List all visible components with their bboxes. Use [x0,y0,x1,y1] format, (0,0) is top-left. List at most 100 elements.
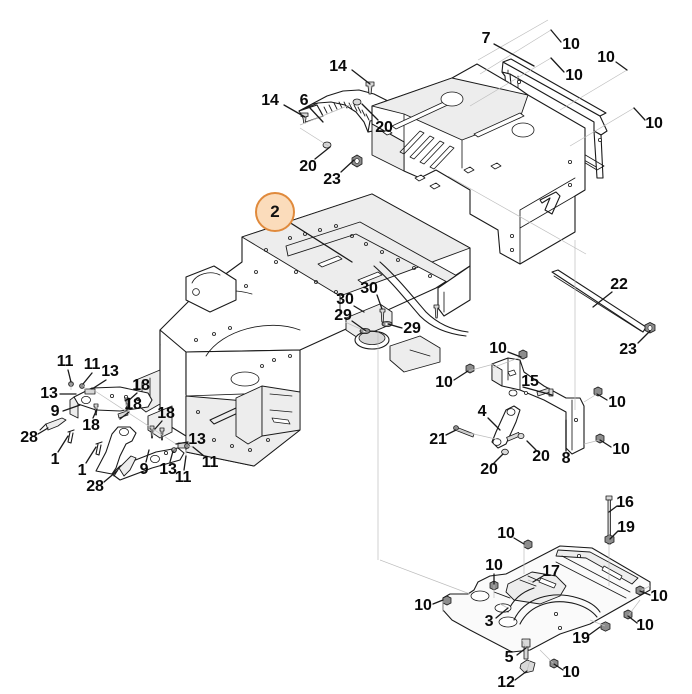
callout-label-29[interactable]: 29 [403,320,421,337]
callout-label-11[interactable]: 11 [174,469,192,486]
leader-line-30 [376,294,383,310]
leader-line-10 [550,57,565,73]
leader-line-9 [145,449,150,463]
leader-line-10 [432,599,444,605]
part-9-right-swing-arm [95,426,185,481]
part-3-floor-plate [442,545,651,653]
callout-label-7[interactable]: 7 [481,30,491,47]
callout-label-18[interactable]: 18 [124,396,142,413]
callout-label-11[interactable]: 11 [201,454,219,471]
leader-line-10 [627,615,638,624]
callout-label-11[interactable]: 11 [83,356,101,373]
callout-label-20[interactable]: 20 [299,158,317,175]
leader-line-6 [309,107,324,123]
callout-label-28[interactable]: 28 [86,478,104,495]
leader-line-23 [637,330,651,344]
leader-line-10 [615,61,628,71]
leader-line-16 [608,505,618,513]
callout-label-18[interactable]: 18 [157,405,175,422]
callout-label-23[interactable]: 23 [323,171,341,188]
leader-line-23 [340,159,355,173]
callout-label-29[interactable]: 29 [334,307,352,324]
callout-label-10[interactable]: 10 [645,115,663,132]
callout-label-18[interactable]: 18 [132,377,150,394]
callout-label-20[interactable]: 20 [480,461,498,478]
callout-label-13[interactable]: 13 [101,363,119,380]
callout-label-20[interactable]: 20 [375,119,393,136]
callout-label-30[interactable]: 30 [360,280,378,297]
callout-label-30[interactable]: 30 [336,291,354,308]
callout-label-12[interactable]: 12 [497,674,515,691]
callout-label-10[interactable]: 10 [485,557,503,574]
leader-line-2 [288,221,353,263]
callout-label-15[interactable]: 15 [521,373,539,390]
callout-label-6[interactable]: 6 [299,92,309,109]
leader-line-28 [37,427,49,435]
callout-label-10[interactable]: 10 [565,67,583,84]
leader-line-29 [351,320,367,332]
callout-label-9[interactable]: 9 [50,403,60,420]
callout-label-17[interactable]: 17 [542,563,560,580]
callout-label-10[interactable]: 10 [562,36,580,53]
callout-label-23[interactable]: 23 [619,341,637,358]
callout-label-10[interactable]: 10 [562,664,580,681]
callout-label-10[interactable]: 10 [650,588,668,605]
leader-line-22 [592,291,613,308]
callout-label-10[interactable]: 10 [612,441,630,458]
leader-line-18 [127,392,138,402]
callout-label-13[interactable]: 13 [40,385,58,402]
leader-line-20 [526,440,537,451]
callout-label-10[interactable]: 10 [497,525,515,542]
callout-label-10[interactable]: 10 [414,597,432,614]
callout-label-10[interactable]: 10 [489,340,507,357]
leader-line-7 [493,43,535,67]
callout-label-22[interactable]: 22 [610,276,628,293]
callout-label-20[interactable]: 20 [532,448,550,465]
callout-label-3[interactable]: 3 [484,613,494,630]
callout-number: 2 [270,202,280,221]
leader-line-14 [351,69,371,85]
leader-line-10 [513,537,525,545]
leader-line-19 [609,530,619,540]
leader-line-18 [92,408,98,419]
callout-label-9[interactable]: 9 [139,461,149,478]
callout-label-10[interactable]: 10 [636,617,654,634]
part-22-tie-rod [551,269,656,334]
leader-line-17 [532,575,544,583]
callout-label-1[interactable]: 1 [77,462,87,479]
callout-label-16[interactable]: 16 [616,494,634,511]
callout-label-28[interactable]: 28 [20,429,38,446]
leader-line-14 [283,104,306,118]
callout-label-10[interactable]: 10 [597,49,615,66]
leader-line-28 [103,470,118,483]
callout-label-14[interactable]: 14 [329,58,347,75]
leader-line-5 [516,647,527,656]
leader-line-10 [550,29,562,43]
leader-line-4 [487,417,501,431]
callout-label-19[interactable]: 19 [617,519,635,536]
highlighted-callout-2[interactable]: 2 [255,192,295,232]
callout-label-10[interactable]: 10 [608,394,626,411]
callout-label-11[interactable]: 11 [56,353,74,370]
leader-line-18 [154,420,163,430]
callout-label-19[interactable]: 19 [572,630,590,647]
leader-line-15 [522,386,553,396]
callout-label-13[interactable]: 13 [159,461,177,478]
callout-label-14[interactable]: 14 [261,92,279,109]
leader-line-13 [169,450,174,463]
part-8-bracket-assembly [465,349,605,455]
callout-label-18[interactable]: 18 [82,417,100,434]
leader-line-10 [599,439,612,448]
callout-label-1[interactable]: 1 [50,451,60,468]
callout-label-5[interactable]: 5 [504,649,514,666]
callout-label-21[interactable]: 21 [429,431,447,448]
callout-label-13[interactable]: 13 [188,431,206,448]
callout-label-10[interactable]: 10 [435,374,453,391]
leader-line-20 [493,453,504,464]
callout-label-4[interactable]: 4 [477,403,487,420]
leader-line-21 [445,429,457,436]
leader-lines [37,29,651,681]
callout-label-8[interactable]: 8 [561,450,571,467]
